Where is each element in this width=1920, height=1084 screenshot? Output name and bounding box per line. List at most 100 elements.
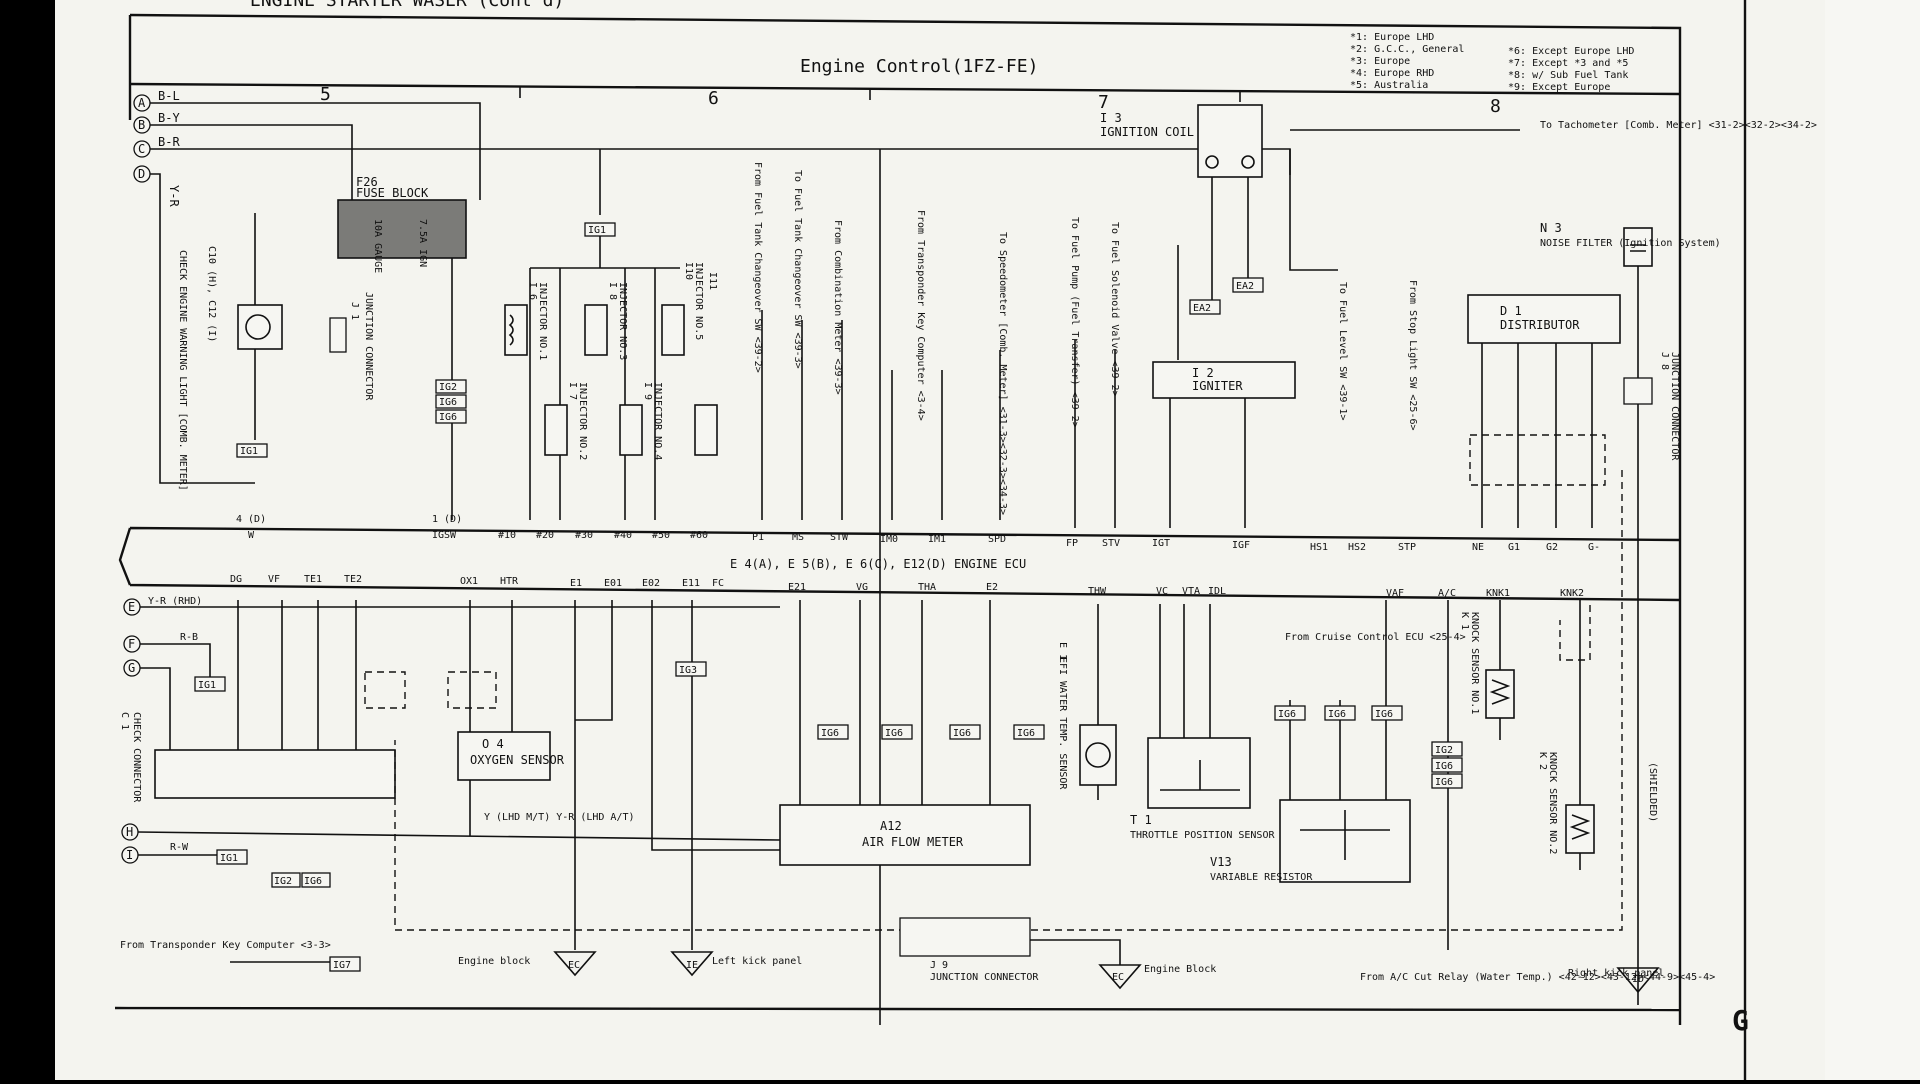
- afm-name: AIR FLOW METER: [862, 835, 964, 849]
- pin-te2-label: TE2: [344, 574, 362, 585]
- knock1-name: KNOCK SENSOR NO.1: [1469, 612, 1480, 714]
- ground-id: ID: [1632, 974, 1644, 985]
- pin-hs2-label: HS2: [1348, 542, 1366, 553]
- check-light-name: CHECK ENGINE WARNING LIGHT [COMB. METER]: [177, 250, 188, 491]
- terminal-d-label: D: [138, 167, 145, 181]
- injector-2: [544, 404, 568, 456]
- j1-id: J 1: [349, 302, 360, 320]
- coil-plus-icon: [1205, 155, 1219, 169]
- afm-id: A12: [880, 819, 902, 833]
- pin-stp-label: STP: [1398, 542, 1416, 553]
- pin-e02-label: E02: [642, 578, 660, 589]
- pin-igf-label: IGF: [1232, 540, 1250, 551]
- ig7-label-a: IG7: [333, 960, 351, 971]
- injector-2-id: I 7: [567, 382, 578, 400]
- ea2-connector-b: [1189, 299, 1221, 315]
- pin-im1-label: IM1: [928, 534, 946, 545]
- pin-igsw: 1 (D): [432, 514, 462, 525]
- ig6-connector-e: [881, 724, 913, 740]
- noise-filter-name: NOISE FILTER (Ignition System): [1540, 238, 1721, 249]
- legend-r1: *6: Except Europe LHD: [1508, 46, 1634, 57]
- note-right-kick: Right kick panel: [1568, 968, 1664, 979]
- knock-sensor-2: [1565, 804, 1595, 854]
- note-engine-block-right: Engine Block: [1144, 964, 1216, 975]
- note-from-transponder: From Transponder Key Computer <3-4>: [915, 210, 926, 421]
- note-to-tacho: To Tachometer [Comb. Meter] <31-2><32-2>…: [1540, 120, 1817, 131]
- check-connector-name: CHECK CONNECTOR: [131, 712, 142, 803]
- note-left-kick: Left kick panel: [712, 956, 802, 967]
- terminal-g-label: G: [128, 661, 135, 675]
- pin-igsw-label: IGSW: [432, 530, 457, 541]
- pin-htr-label: HTR: [500, 576, 519, 587]
- ig6-connector-g: [1013, 724, 1045, 740]
- j1-name: JUNCTION CONNECTOR: [363, 292, 374, 401]
- knock1-id: K 1: [1459, 612, 1470, 630]
- j9-junction: [899, 917, 1031, 957]
- ig6-label-f: IG6: [953, 728, 971, 739]
- j8-connector: [1623, 377, 1653, 405]
- note-from-comb: From Combination Meter <39-3>: [832, 220, 843, 395]
- injector-4: [619, 404, 643, 456]
- engine-block-ground-right-icon: [1098, 964, 1142, 990]
- pin-e21-label: E21: [788, 582, 806, 593]
- tps-name: THROTTLE POSITION SENSOR: [1130, 830, 1275, 841]
- pin-idl-label: IDL: [1208, 586, 1226, 597]
- pin-g1-label: G1: [1508, 542, 1520, 553]
- pin-e01-label: E01: [604, 578, 622, 589]
- pin-e11-label: E11: [682, 578, 700, 589]
- knock-sensor-1-icon: [1489, 679, 1511, 705]
- tps-wires: [1159, 604, 1211, 738]
- injector-3: [584, 304, 608, 356]
- ground-ec-right: EC: [1112, 972, 1124, 983]
- pin-50-label: #50: [652, 530, 670, 541]
- j9-id: J 9: [930, 960, 948, 971]
- j1-connector: [329, 317, 347, 353]
- knock-sensor-2-icon: [1569, 814, 1591, 840]
- ig2-label-b: IG2: [274, 876, 292, 887]
- pin-w: 4 (D): [236, 514, 266, 525]
- noise-filter: [1623, 227, 1653, 267]
- ig2-connector-a: [435, 379, 467, 394]
- ig2-connector-b: [271, 872, 301, 888]
- pin-igt-label: IGT: [1152, 538, 1170, 549]
- injector-5-id: I10: [683, 262, 694, 280]
- input-wires-top: [150, 102, 1291, 484]
- section-7: 7: [1098, 92, 1109, 113]
- ig6-label-k: IG6: [1435, 761, 1453, 772]
- pin-30-label: #30: [575, 530, 593, 541]
- injector-3-name: INJECTOR NO.3: [617, 282, 628, 360]
- pin-stv-label: STV: [1102, 538, 1120, 549]
- oxygen-wire-note: Y (LHD M/T) Y-R (LHD A/T): [484, 812, 635, 823]
- injector-6: [694, 404, 718, 456]
- tps-id: T 1: [1130, 813, 1152, 827]
- wire-d-color: Y-R: [167, 185, 181, 207]
- j9-to-ground: [1030, 939, 1121, 965]
- note-to-fuel-tank: To Fuel Tank Changeover SW <39-3>: [792, 170, 803, 369]
- note-ac-relay: From A/C Cut Relay (Water Temp.) <42-12>…: [1360, 972, 1715, 983]
- ig1-label-b: IG1: [588, 225, 606, 236]
- legend-l5: *5: Australia: [1350, 80, 1428, 91]
- terminal-h-label: H: [126, 825, 133, 839]
- ig1-label-c: IG1: [198, 680, 216, 691]
- pin-vaf-label: VAF: [1386, 588, 1404, 599]
- ig6-connector-f: [949, 724, 981, 740]
- j9-name: JUNCTION CONNECTOR: [930, 972, 1039, 983]
- input-terminals-bottom: E Y-R (RHD) F R-B G H I R-W: [121, 596, 202, 864]
- wire-a-color: B-L: [158, 89, 180, 103]
- ignition-coil-name: IGNITION COIL: [1100, 125, 1194, 139]
- section-5: 5: [320, 84, 331, 105]
- ig6-connector-l: [1431, 773, 1463, 789]
- section-ticks: [519, 86, 1241, 102]
- legend-r2: *7: Except *3 and *5: [1508, 58, 1628, 69]
- injector-3-id: I 8: [607, 282, 618, 300]
- ig7-connector-a: [329, 956, 361, 972]
- water-temp-id: E 1: [1057, 642, 1068, 660]
- igniter-wires: [1169, 398, 1246, 528]
- ig6-connector-c: [301, 872, 331, 888]
- oxygen-wires: [469, 600, 513, 836]
- check-connector: [154, 749, 396, 799]
- terminal-i-label: I: [126, 848, 133, 862]
- variable-resistor-icon: [1300, 810, 1390, 860]
- ig6-label-g: IG6: [1017, 728, 1035, 739]
